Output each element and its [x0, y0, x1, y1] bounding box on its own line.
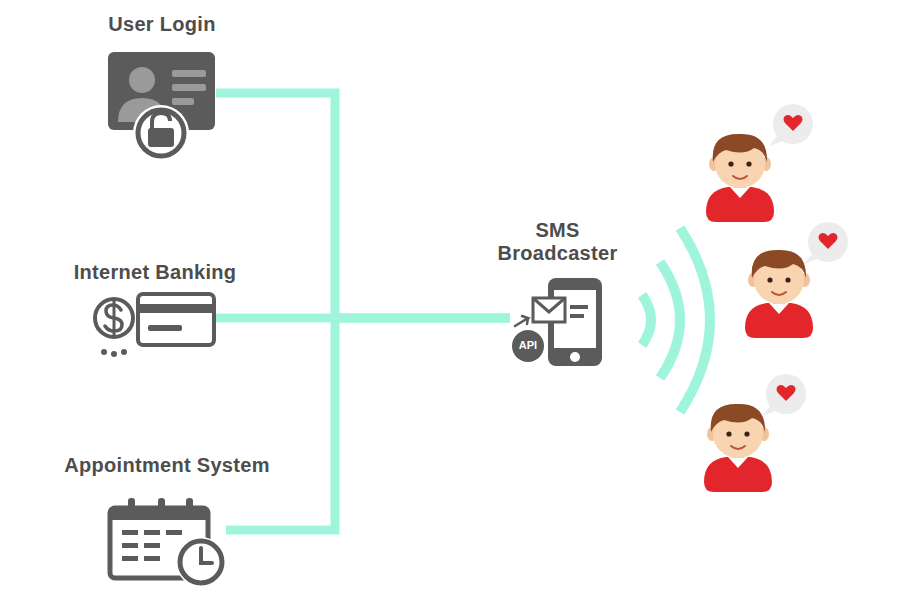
icon-node: Internet Banking [95, 290, 215, 355]
phone-icon [512, 278, 602, 366]
recipient [706, 104, 813, 222]
node-heading: User Login [108, 13, 215, 36]
icon-node: Appointment System [108, 495, 226, 587]
recipient [745, 222, 848, 338]
signal-waves [642, 228, 710, 412]
icon-node: SMS Broadcaster [510, 275, 605, 367]
login-icon [108, 52, 215, 161]
node-heading: SMS Broadcaster [488, 219, 628, 265]
banking-icon [95, 294, 214, 357]
recipient [704, 374, 806, 492]
node-heading: Appointment System [64, 454, 269, 477]
api-label: API [512, 339, 544, 351]
connector-line [226, 318, 510, 530]
icon-node: User Login [108, 52, 216, 160]
calendar-icon [110, 498, 226, 587]
node-heading: Internet Banking [74, 261, 237, 284]
connector-line [216, 93, 510, 318]
